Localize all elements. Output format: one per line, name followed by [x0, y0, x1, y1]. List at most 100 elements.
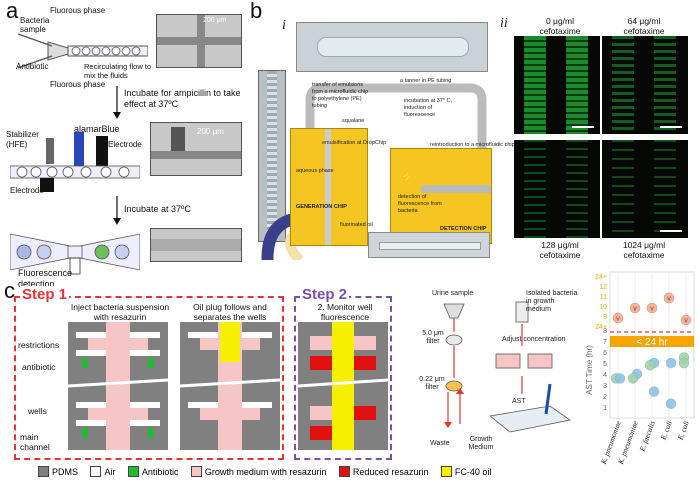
label-fluorescence-detection: Fluorescence detection	[18, 268, 73, 289]
chart-resistant-label: v	[667, 296, 671, 303]
chip-schematic-2	[180, 322, 280, 450]
micrograph-2: 200 μm	[150, 122, 242, 176]
legend-item: Air	[90, 466, 115, 477]
legend-swatch	[127, 466, 139, 477]
chart-y-tick-top: 24+	[595, 274, 607, 281]
chart-resistant-label: v	[633, 306, 637, 313]
label-filter-022: 0.22 μm filter	[419, 376, 445, 391]
legend-item: Reduced resazurin	[338, 466, 429, 477]
conc-label-0: 0 μg/ml cefotaxime	[539, 16, 581, 36]
legend-label: Growth medium with resazurin	[204, 466, 327, 477]
fluorescence-image-128	[514, 140, 600, 372]
step1-title: Step 1	[20, 286, 70, 303]
chart-x-label: E. coli	[658, 420, 673, 442]
detection-diagram	[10, 233, 140, 275]
fluorescence-image-64	[602, 36, 688, 134]
label-urine: Urine sample	[432, 290, 474, 297]
chart-y-tick: 2	[603, 394, 607, 401]
chart-y-tick: 4	[603, 372, 607, 379]
chip-schematic-1	[68, 322, 168, 450]
chart-resistant-marker	[680, 314, 692, 326]
chart-y-tick: 6	[603, 350, 607, 357]
label-detection-fluorescence: detection of fluorescence from bacteria	[398, 194, 442, 214]
label-reintroduction: reintroduction to a microfluidic chip	[430, 142, 515, 148]
chart-point	[644, 359, 656, 371]
label-detection-chip: DETECTION CHIP	[440, 226, 487, 232]
lightning-icon: ⚡	[400, 170, 415, 184]
label-tanner: a tanner in PE tubing	[400, 78, 452, 84]
label-main-channel: main channel	[20, 432, 50, 452]
legend-label: FC-40 oil	[454, 466, 492, 477]
label-recirculating: Recirculating flow to mix the fluids	[84, 62, 152, 80]
legend-swatch	[38, 466, 49, 477]
label-i: i	[282, 18, 286, 33]
chart-resistant-marker	[629, 302, 641, 314]
chip-photo	[368, 232, 490, 258]
label-adjust: Adjust concentration	[502, 336, 566, 343]
legend-swatch	[90, 466, 102, 477]
chart-y-tick-top: 9	[603, 314, 607, 321]
label-alamarblue: alamarBlue	[74, 124, 120, 134]
chart-y-tick-top: 11	[600, 294, 607, 301]
detection-chip	[390, 148, 492, 244]
droplet-generator-diagram	[17, 33, 148, 69]
label-isolated: Isolated bacteria in growth medium	[526, 290, 578, 313]
legend-label: PDMS	[52, 466, 79, 477]
tube-photo	[296, 22, 488, 72]
label-generation-chip: GENERATION CHIP	[296, 204, 347, 210]
chart-y-tick-top: 24+	[595, 324, 607, 331]
label-ii: ii	[500, 16, 508, 31]
chart-resistant-marker	[612, 312, 624, 324]
label-aqueous: aqueous phase	[296, 168, 334, 174]
label-squalane: squalane	[342, 118, 365, 124]
label-bacteria-sample: Bacteria sample	[20, 16, 50, 34]
legend-swatch	[190, 466, 202, 477]
chart-point	[614, 373, 626, 384]
label-electrode-left: Electrode	[10, 186, 44, 195]
step1-box	[14, 296, 284, 460]
chart-point	[665, 357, 677, 369]
vertical-channel-photo	[258, 70, 286, 242]
scale-label-2: 200 μm	[197, 127, 224, 136]
chart-x-label: E. faecalis	[637, 420, 657, 454]
legend-label: Antibiotic	[141, 466, 179, 477]
panel-letter-a: a	[6, 0, 19, 23]
label-waste: Waste	[430, 440, 450, 447]
conc-label-1024: 1024 μg/ml cefotaxime	[622, 240, 666, 260]
picoinjector-diagram	[10, 132, 140, 192]
chart-point	[648, 386, 660, 397]
label-inject: Inject bacteria suspension with resazuri…	[70, 302, 170, 322]
chart-point	[678, 357, 690, 369]
chart-resistant-marker	[646, 302, 658, 314]
label-oilplug: Oil plug follows and separates the wells	[193, 302, 267, 322]
chart-banner-label: < 24 hr	[636, 337, 668, 348]
chart-point	[665, 398, 677, 409]
label-stabilizer: Stabilizer (HFE)	[6, 130, 39, 149]
label-transfer: transfer of emulsions from a microfluidi…	[312, 82, 369, 109]
label-fluorinated: fluorinated oil	[340, 222, 373, 228]
chart-y-tick: 1	[603, 405, 607, 412]
label-filter-5: 5.0 μm filter	[422, 330, 444, 345]
chip-schematic-3	[298, 322, 388, 450]
legend-label: Air	[104, 466, 116, 477]
legend-label: Reduced resazurin	[352, 466, 429, 477]
fluorescence-image-1024	[602, 140, 688, 238]
label-antibiotic-c: antibiotic	[22, 362, 56, 372]
legend: PDMS Air Antibiotic Growth medium with r…	[38, 464, 499, 482]
chart-y-tick: 8	[603, 328, 607, 335]
micrograph-3	[150, 228, 242, 262]
chart-y-tick: 7	[603, 339, 607, 346]
chart-y-label: AST Time (hr)	[585, 345, 594, 395]
panel-letter-b: b	[250, 0, 263, 23]
generation-chip	[290, 128, 368, 246]
label-electrode-right: Electrode	[108, 140, 142, 149]
chart-y-tick-top: 10	[599, 304, 607, 311]
conc-label-64: 64 μg/ml cefotaxime	[623, 16, 665, 36]
legend-item: Antibiotic	[127, 466, 179, 477]
panel-letter-c: c	[4, 278, 15, 303]
step2-title: Step 2	[300, 286, 350, 303]
step-incubate-37: Incubate at 37ºC	[124, 204, 191, 214]
